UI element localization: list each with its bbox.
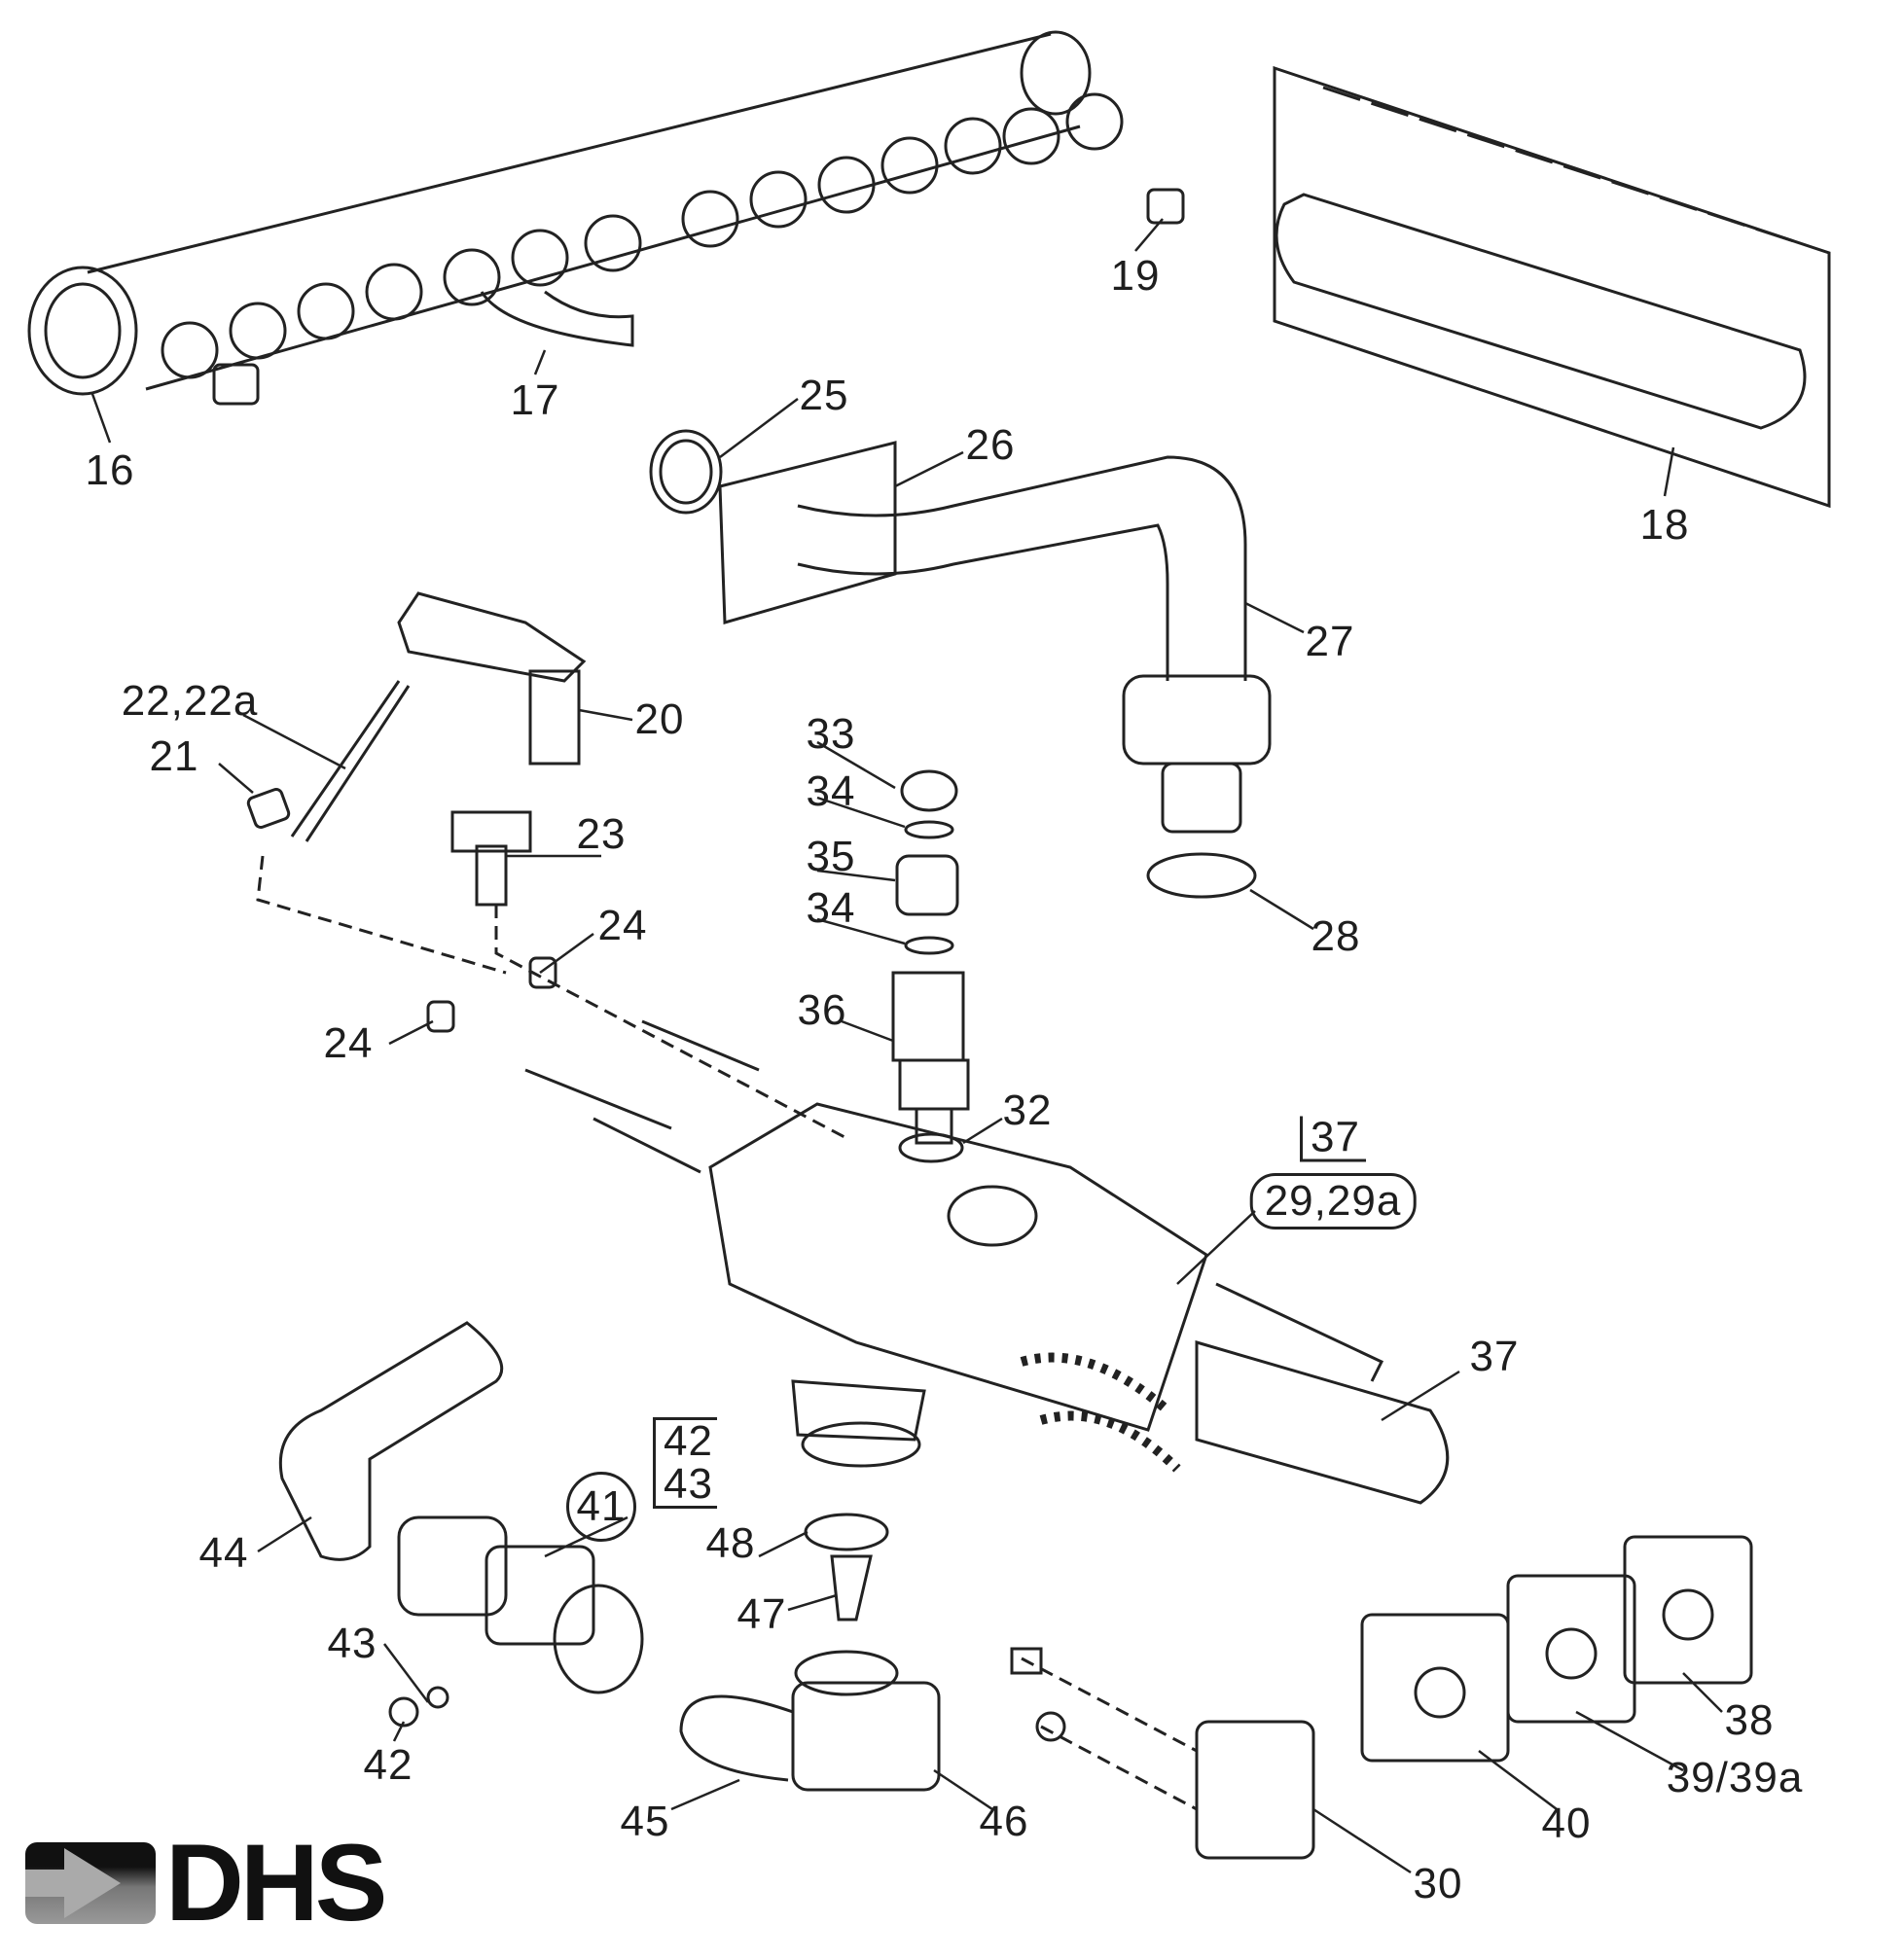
arrow-logo-icon <box>25 1842 156 1924</box>
outlet-pipe <box>649 429 1272 899</box>
burner-manifold <box>27 30 1124 406</box>
pilot-assembly <box>246 591 847 1174</box>
part-label-48: 48 <box>705 1519 756 1567</box>
part-label-20: 20 <box>634 695 685 743</box>
part-label-43: 43 <box>327 1620 377 1667</box>
part-label-37-group: 37 <box>1300 1116 1366 1162</box>
part-label-19: 19 <box>1110 252 1161 300</box>
filter-stack <box>891 769 970 1163</box>
part-label-34: 34 <box>806 767 856 815</box>
part-label-39: 39/39a <box>1666 1754 1804 1801</box>
part-label-38: 38 <box>1724 1696 1775 1744</box>
part-label-47: 47 <box>736 1590 787 1638</box>
part-label-33: 33 <box>806 710 856 758</box>
gas-valve-body <box>708 1102 1450 1505</box>
dhs-logo: DHS <box>25 1822 387 1943</box>
part-label-43: 43 <box>664 1460 713 1508</box>
part-label-40: 40 <box>1541 1800 1592 1847</box>
part-label-29: 29,29a <box>1249 1173 1417 1229</box>
part-label-32: 32 <box>1002 1087 1053 1134</box>
part-label-35: 35 <box>806 833 856 880</box>
part-label-16: 16 <box>85 446 135 494</box>
microswitch <box>1010 1647 1315 1860</box>
leader-lines <box>90 218 1723 1874</box>
inlet-connector <box>278 1321 644 1728</box>
part-label-44: 44 <box>198 1529 249 1577</box>
part-label-22: 22,22a <box>121 677 259 725</box>
part-label-30: 30 <box>1413 1860 1463 1907</box>
part-label-36: 36 <box>797 986 847 1034</box>
solenoid-coils <box>1360 1535 1753 1763</box>
part-label-42: 42 <box>363 1741 413 1789</box>
logo-text: DHS <box>165 1822 387 1943</box>
part-label-46: 46 <box>979 1798 1029 1845</box>
part-label-18: 18 <box>1639 501 1690 549</box>
part-label-28: 28 <box>1311 912 1361 960</box>
part-label-37: 37 <box>1469 1333 1520 1380</box>
part-label-42: 42 <box>664 1417 713 1465</box>
part-label-25: 25 <box>799 372 849 419</box>
part-label-24: 24 <box>323 1019 374 1067</box>
part-label-42-43-group: 42 43 <box>653 1417 717 1509</box>
injector <box>1146 188 1185 225</box>
part-label-45: 45 <box>620 1798 670 1845</box>
part-label-24: 24 <box>597 902 648 949</box>
part-label-21: 21 <box>149 732 199 780</box>
part-label-34: 34 <box>806 884 856 932</box>
outlet-connector <box>679 1513 941 1792</box>
part-label-17: 17 <box>510 376 560 424</box>
part-label-23: 23 <box>576 810 627 858</box>
part-label-27: 27 <box>1305 618 1355 665</box>
burner <box>1273 65 1831 509</box>
part-label-41: 41 <box>566 1472 636 1542</box>
part-label-26: 26 <box>965 421 1016 469</box>
